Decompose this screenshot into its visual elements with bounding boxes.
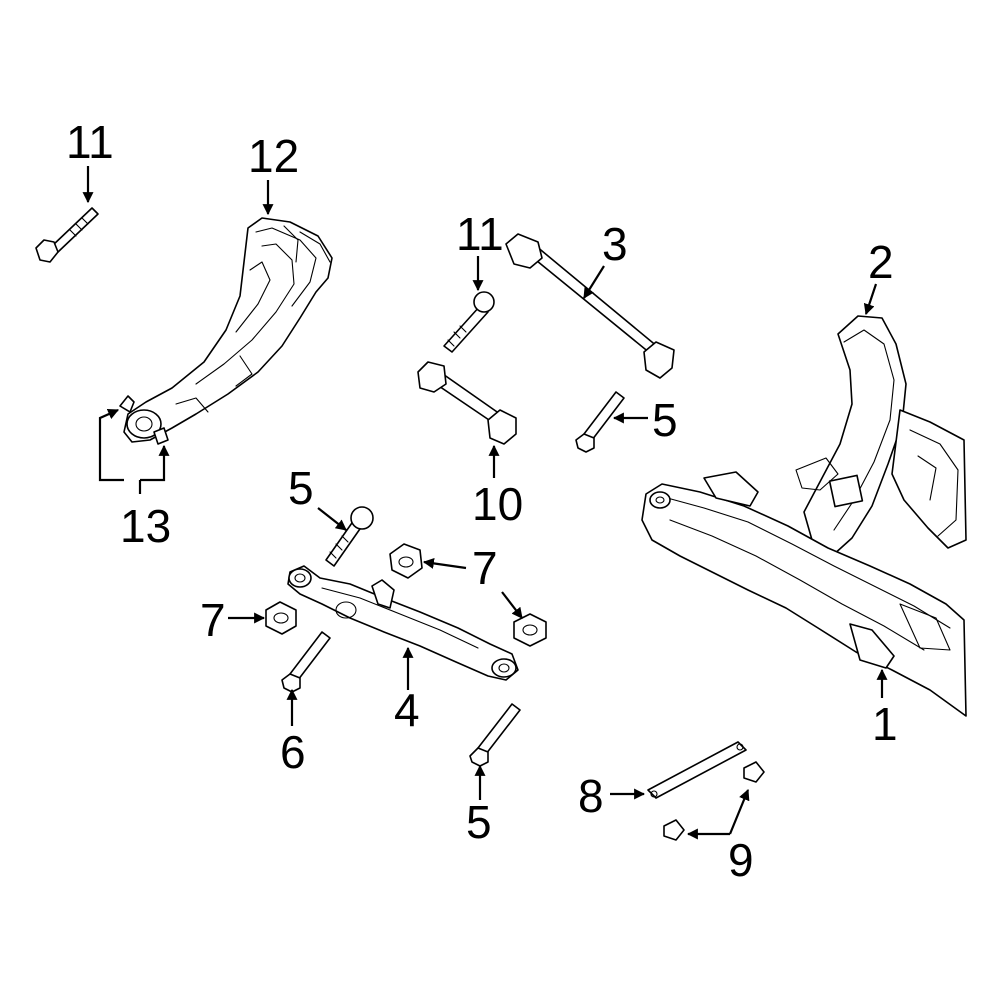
callout-6: 6 bbox=[280, 726, 306, 778]
part-11-bolt-center[interactable] bbox=[443, 291, 495, 353]
callout-11-left: 11 bbox=[66, 116, 114, 168]
part-8-bracket[interactable] bbox=[647, 741, 747, 799]
part-7-nut-top[interactable] bbox=[389, 543, 423, 579]
part-13-studs[interactable] bbox=[119, 395, 169, 445]
callout-10: 10 bbox=[472, 478, 523, 530]
callout-4: 4 bbox=[394, 684, 420, 736]
part-7-nut-right[interactable] bbox=[513, 613, 547, 647]
part-9-pins[interactable] bbox=[663, 761, 765, 841]
callout-12: 12 bbox=[248, 130, 299, 182]
callout-1: 1 bbox=[872, 698, 898, 750]
callout-8: 8 bbox=[578, 770, 604, 822]
part-3-lateral-link[interactable] bbox=[505, 233, 675, 379]
part-4-lower-control-arm[interactable] bbox=[287, 565, 519, 681]
callout-5-upper-right: 5 bbox=[652, 394, 678, 446]
part-5-bolt-middle[interactable] bbox=[325, 506, 374, 567]
callout-13: 13 bbox=[120, 500, 171, 552]
callout-5-lower: 5 bbox=[466, 796, 492, 848]
callout-7-left: 7 bbox=[200, 594, 226, 646]
callout-5-middle: 5 bbox=[288, 462, 314, 514]
part-7-nut-left[interactable] bbox=[265, 601, 297, 635]
part-5-bolt-upper-right[interactable] bbox=[575, 391, 625, 453]
callout-3: 3 bbox=[602, 218, 628, 270]
part-11-bolt-left[interactable] bbox=[35, 207, 99, 263]
callout-11-center: 11 bbox=[456, 208, 504, 260]
part-10-toe-link[interactable] bbox=[417, 361, 517, 445]
part-6-bolt[interactable] bbox=[281, 631, 331, 693]
leader-lines bbox=[82, 166, 888, 840]
callout-7-right: 7 bbox=[472, 542, 498, 594]
part-5-bolt-lower[interactable] bbox=[469, 703, 521, 767]
callout-9: 9 bbox=[728, 834, 754, 886]
part-12-control-arm[interactable] bbox=[123, 217, 333, 443]
callout-2: 2 bbox=[868, 236, 894, 288]
part-1-subframe[interactable] bbox=[641, 315, 967, 717]
